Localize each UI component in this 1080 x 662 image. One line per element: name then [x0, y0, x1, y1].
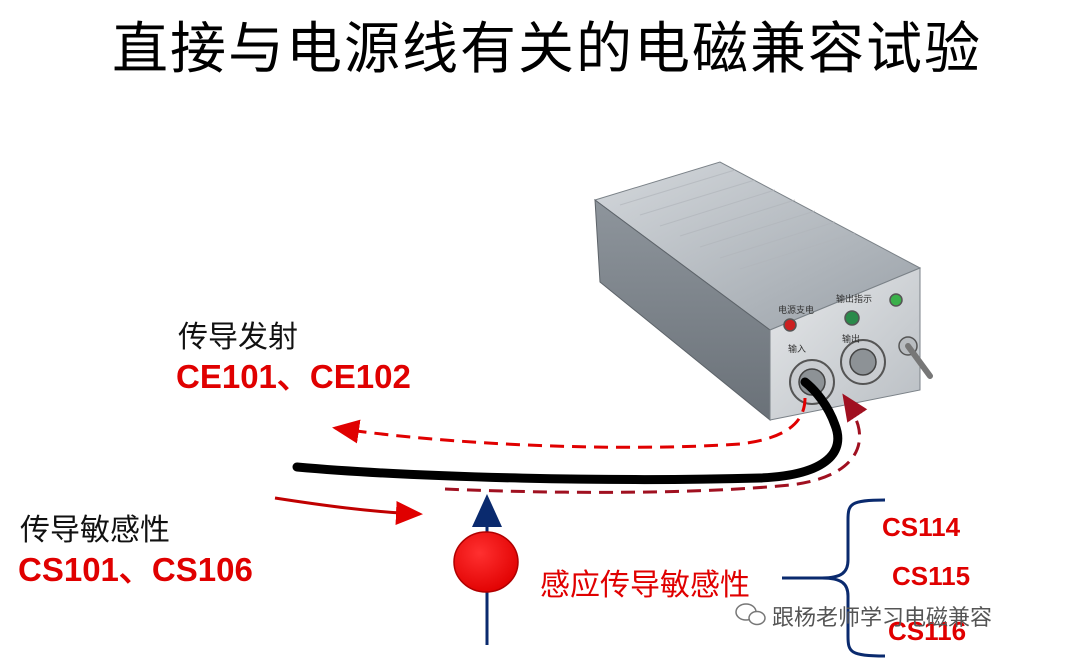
svg-text:电源支电: 电源支电	[778, 304, 814, 316]
svg-text:输出: 输出	[842, 333, 860, 345]
conducted-emission-heading: 传导发射	[178, 320, 298, 355]
conducted-susceptibility-codes: CS101、CS106	[18, 551, 253, 588]
svg-text:输出指示: 输出指示	[836, 293, 872, 305]
induced-susceptibility-heading: 感应传导敏感性	[540, 568, 750, 603]
cs115-label: CS115	[892, 561, 971, 591]
injection-probe-icon	[453, 531, 519, 593]
page-title: 直接与电源线有关的电磁兼容试验	[112, 17, 982, 82]
conducted-susceptibility-arrow	[274, 496, 423, 526]
cs116-label: CS116	[888, 616, 967, 646]
cs114-label: CS114	[882, 512, 961, 542]
conducted-susceptibility-heading: 传导敏感性	[20, 513, 170, 548]
conducted-emission-codes: CE101、CE102	[176, 358, 411, 395]
emission-arrow	[332, 397, 807, 449]
cs-bracket	[821, 498, 886, 658]
device-box: 电源支电 输出指示 输入 输出	[593, 161, 933, 422]
status-led-icon	[844, 310, 860, 326]
watermark-text: 跟杨老师学习电磁兼容	[772, 606, 993, 631]
svg-text:输入: 输入	[788, 343, 806, 355]
wechat-logo-icon	[735, 603, 766, 626]
susceptibility-path	[444, 393, 868, 494]
power-led-icon	[783, 318, 797, 332]
power-cable	[292, 377, 843, 485]
indicator-led-icon	[889, 293, 903, 307]
